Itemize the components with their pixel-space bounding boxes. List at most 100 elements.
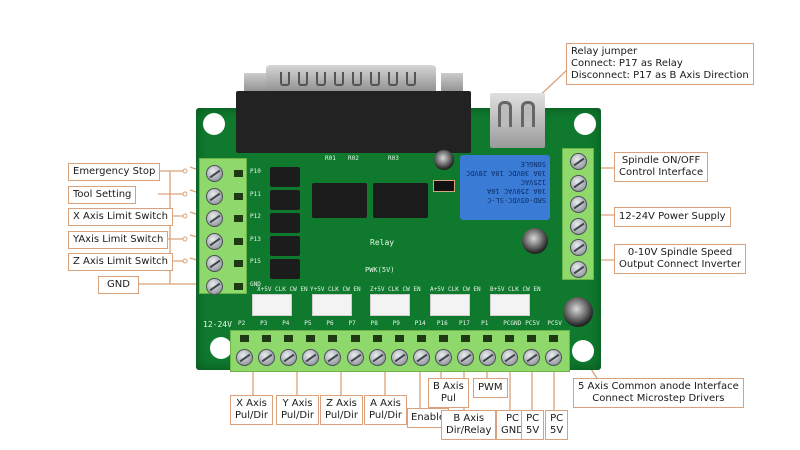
- callout-spindle-speed: 0-10V Spindle Speed Output Connect Inver…: [614, 244, 747, 274]
- silk-pin-label: PC5V: [547, 320, 562, 327]
- callout-text: B Axis: [433, 381, 464, 392]
- terminal-wire-slot: [262, 335, 272, 342]
- silk-pwm: PWK(5V): [365, 266, 395, 274]
- jst-header-x: [252, 294, 292, 316]
- optocoupler: [270, 259, 300, 279]
- callout-text: Z Axis Limit Switch: [73, 256, 168, 267]
- silk-pin-label: P3: [260, 320, 268, 327]
- callout-text: 5V: [550, 425, 564, 436]
- terminal-wire-slot: [234, 215, 243, 222]
- silk-pin-label: P8: [370, 320, 378, 327]
- terminal-screw: [368, 349, 386, 366]
- callout-text: PWM: [478, 382, 503, 393]
- silk-pin-label: P16: [436, 320, 448, 327]
- callout-text: Spindle ON/OFF: [621, 155, 701, 166]
- silk-left-pin-label: GND: [250, 280, 261, 288]
- terminal-screw: [390, 349, 408, 366]
- terminal-screw: [412, 349, 430, 366]
- silk-left-pin-label: P11: [250, 190, 261, 198]
- terminal-wire-slot: [372, 335, 382, 342]
- terminal-block-spindle-power: [562, 148, 594, 280]
- terminal-screw: [206, 255, 223, 272]
- callout-gnd: GND: [98, 276, 139, 294]
- usb-port: [490, 93, 545, 148]
- mounting-hole: [574, 113, 596, 135]
- silk-r02: R02: [348, 155, 359, 162]
- relay-brand: SONGLE: [520, 160, 546, 168]
- silk-12-24v: 12-24V: [203, 320, 232, 329]
- callout-x-limit: X Axis Limit Switch: [68, 208, 173, 226]
- silk-left-pin-label: P10: [250, 168, 261, 175]
- relay-model: SRD-05VDC-SL-C: [486, 196, 546, 204]
- terminal-screw: [545, 349, 563, 366]
- terminal-wire-slot: [416, 335, 426, 342]
- terminal-screw: [236, 349, 253, 366]
- silk-relay: Relay: [370, 238, 395, 247]
- terminal-screw: [206, 187, 223, 205]
- callout-text: Enable: [411, 412, 446, 423]
- terminal-screw: [457, 349, 474, 366]
- terminal-screw: [324, 349, 342, 366]
- terminal-screw: [346, 349, 364, 366]
- optocoupler: [270, 213, 300, 233]
- mounting-hole: [203, 113, 225, 135]
- terminal-wire-slot: [438, 335, 448, 342]
- silk-pin-label: P1: [481, 320, 489, 327]
- callout-text: YAxis Limit Switch: [73, 234, 164, 245]
- terminal-wire-slot: [328, 335, 338, 342]
- terminal-screw: [570, 217, 587, 235]
- callout-text: Dir/Relay: [446, 425, 492, 436]
- relay-rating: 10A 250VAC 10A 125VAC: [486, 178, 546, 195]
- terminal-wire-slot: [234, 282, 243, 290]
- relay: SRD-05VDC-SL-C 10A 250VAC 10A 125VAC 10A…: [460, 155, 550, 220]
- jst-header-z: [370, 294, 410, 316]
- callout-text: Pul/Dir: [325, 410, 358, 421]
- callout-power-supply: 12-24V Power Supply: [614, 207, 731, 227]
- callout-text: Disconnect: P17 as B Axis Direction: [571, 70, 749, 81]
- silk-header-y: Y+5V CLK CW EN: [310, 286, 361, 293]
- jst-header-y: [312, 294, 352, 316]
- terminal-wire-slot: [394, 335, 404, 342]
- callout-b-axis-dir: B Axis Dir/Relay: [441, 410, 497, 440]
- silk-header-z: Z+5V CLK CW EN: [370, 286, 421, 293]
- terminal-wire-slot: [527, 335, 537, 342]
- callout-pwm: PWM: [473, 378, 508, 398]
- callout-pc-5v: PC 5V: [521, 410, 545, 440]
- silk-pin-label: P17: [459, 320, 470, 327]
- callout-text: Control Interface: [619, 167, 704, 178]
- terminal-screw: [570, 260, 587, 278]
- jst-header-b: [490, 294, 530, 316]
- callout-z-limit: Z Axis Limit Switch: [68, 253, 173, 271]
- callout-text: X Axis: [236, 398, 267, 409]
- silk-pin-label: PCGND: [503, 320, 522, 327]
- silk-pin-label: P7: [348, 320, 356, 327]
- terminal-screw: [206, 232, 223, 250]
- silk-pin-label: P2: [238, 320, 246, 327]
- silk-pin-label: P9: [392, 320, 400, 327]
- terminal-screw: [280, 349, 298, 366]
- optocoupler: [270, 190, 300, 210]
- terminal-wire-slot: [234, 192, 243, 200]
- capacitor: [434, 150, 454, 170]
- terminal-screw: [206, 210, 223, 227]
- callout-y-axis: Y Axis Pul/Dir: [276, 395, 319, 425]
- terminal-screw: [258, 349, 276, 366]
- callout-text: Emergency Stop: [73, 166, 156, 177]
- callout-z-axis: Z Axis Pul/Dir: [320, 395, 363, 425]
- callout-text: Relay jumper: [571, 46, 638, 57]
- silk-left-pin-label: P13: [250, 235, 261, 243]
- callout-a-axis: A Axis Pul/Dir: [364, 395, 407, 425]
- terminal-screw: [479, 349, 497, 366]
- silk-header-x: X+5V CLK CW EN: [257, 286, 308, 293]
- terminal-screw: [570, 174, 587, 192]
- callout-text: 5 Axis Common anode Interface: [578, 381, 739, 392]
- terminal-screw: [523, 349, 541, 366]
- callout-text: PC: [505, 413, 519, 424]
- driver-chip: [373, 183, 428, 218]
- terminal-wire-slot: [549, 335, 559, 342]
- terminal-wire-slot: [234, 260, 243, 267]
- callout-text: 5V: [526, 425, 540, 436]
- callout-pc-5v: PC 5V: [545, 410, 569, 440]
- terminal-block-inputs: [199, 158, 247, 294]
- callout-y-limit: YAxis Limit Switch: [68, 231, 169, 249]
